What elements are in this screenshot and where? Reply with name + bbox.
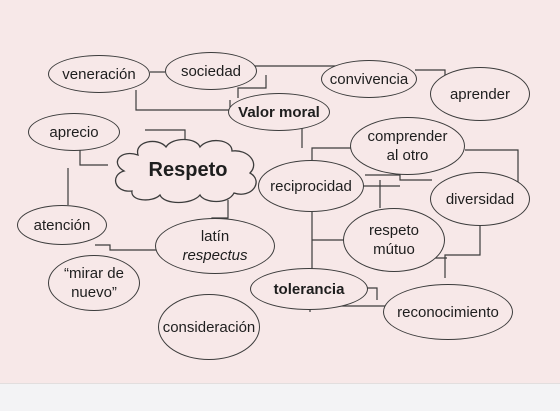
node-convivencia: convivencia [321,60,417,98]
node-aprecio: aprecio [28,113,120,151]
node-diversidad: diversidad [430,172,530,226]
node-reciprocidad: reciprocidad [258,160,364,212]
node-atencion: atención [17,205,107,245]
node-latin-line1: latín [200,228,230,245]
node-reconocimiento: reconocimiento [383,284,513,340]
node-comprender-line2: al otro [386,147,429,164]
node-aprender: aprender [430,67,530,121]
node-tolerancia: tolerancia [250,268,368,310]
node-respeto-mutuo: respeto mútuo [343,208,445,272]
node-mirar-line1: “mirar de [63,265,124,282]
node-veneracion: veneración [48,55,150,93]
cloud-shape [114,138,257,204]
node-comprender-line1: comprender [367,128,448,145]
node-mirar-line2: nuevo” [71,284,117,301]
node-mirar-de-nuevo: “mirar de nuevo” [48,255,140,311]
node-respeto-mutuo-line2: mútuo [373,241,415,258]
node-sociedad: sociedad [165,52,257,90]
footer-bar [0,383,560,411]
node-respeto-mutuo-line1: respeto [368,222,420,239]
center-label: Respeto [148,158,228,181]
node-consideracion: consideración [158,294,260,360]
node-latin: latín respectus [155,218,275,274]
respeto-cloud: Respeto [108,135,268,205]
node-comprender: comprender al otro [350,117,465,175]
node-latin-line2: respectus [182,247,248,264]
node-valor-moral: Valor moral [228,93,330,131]
